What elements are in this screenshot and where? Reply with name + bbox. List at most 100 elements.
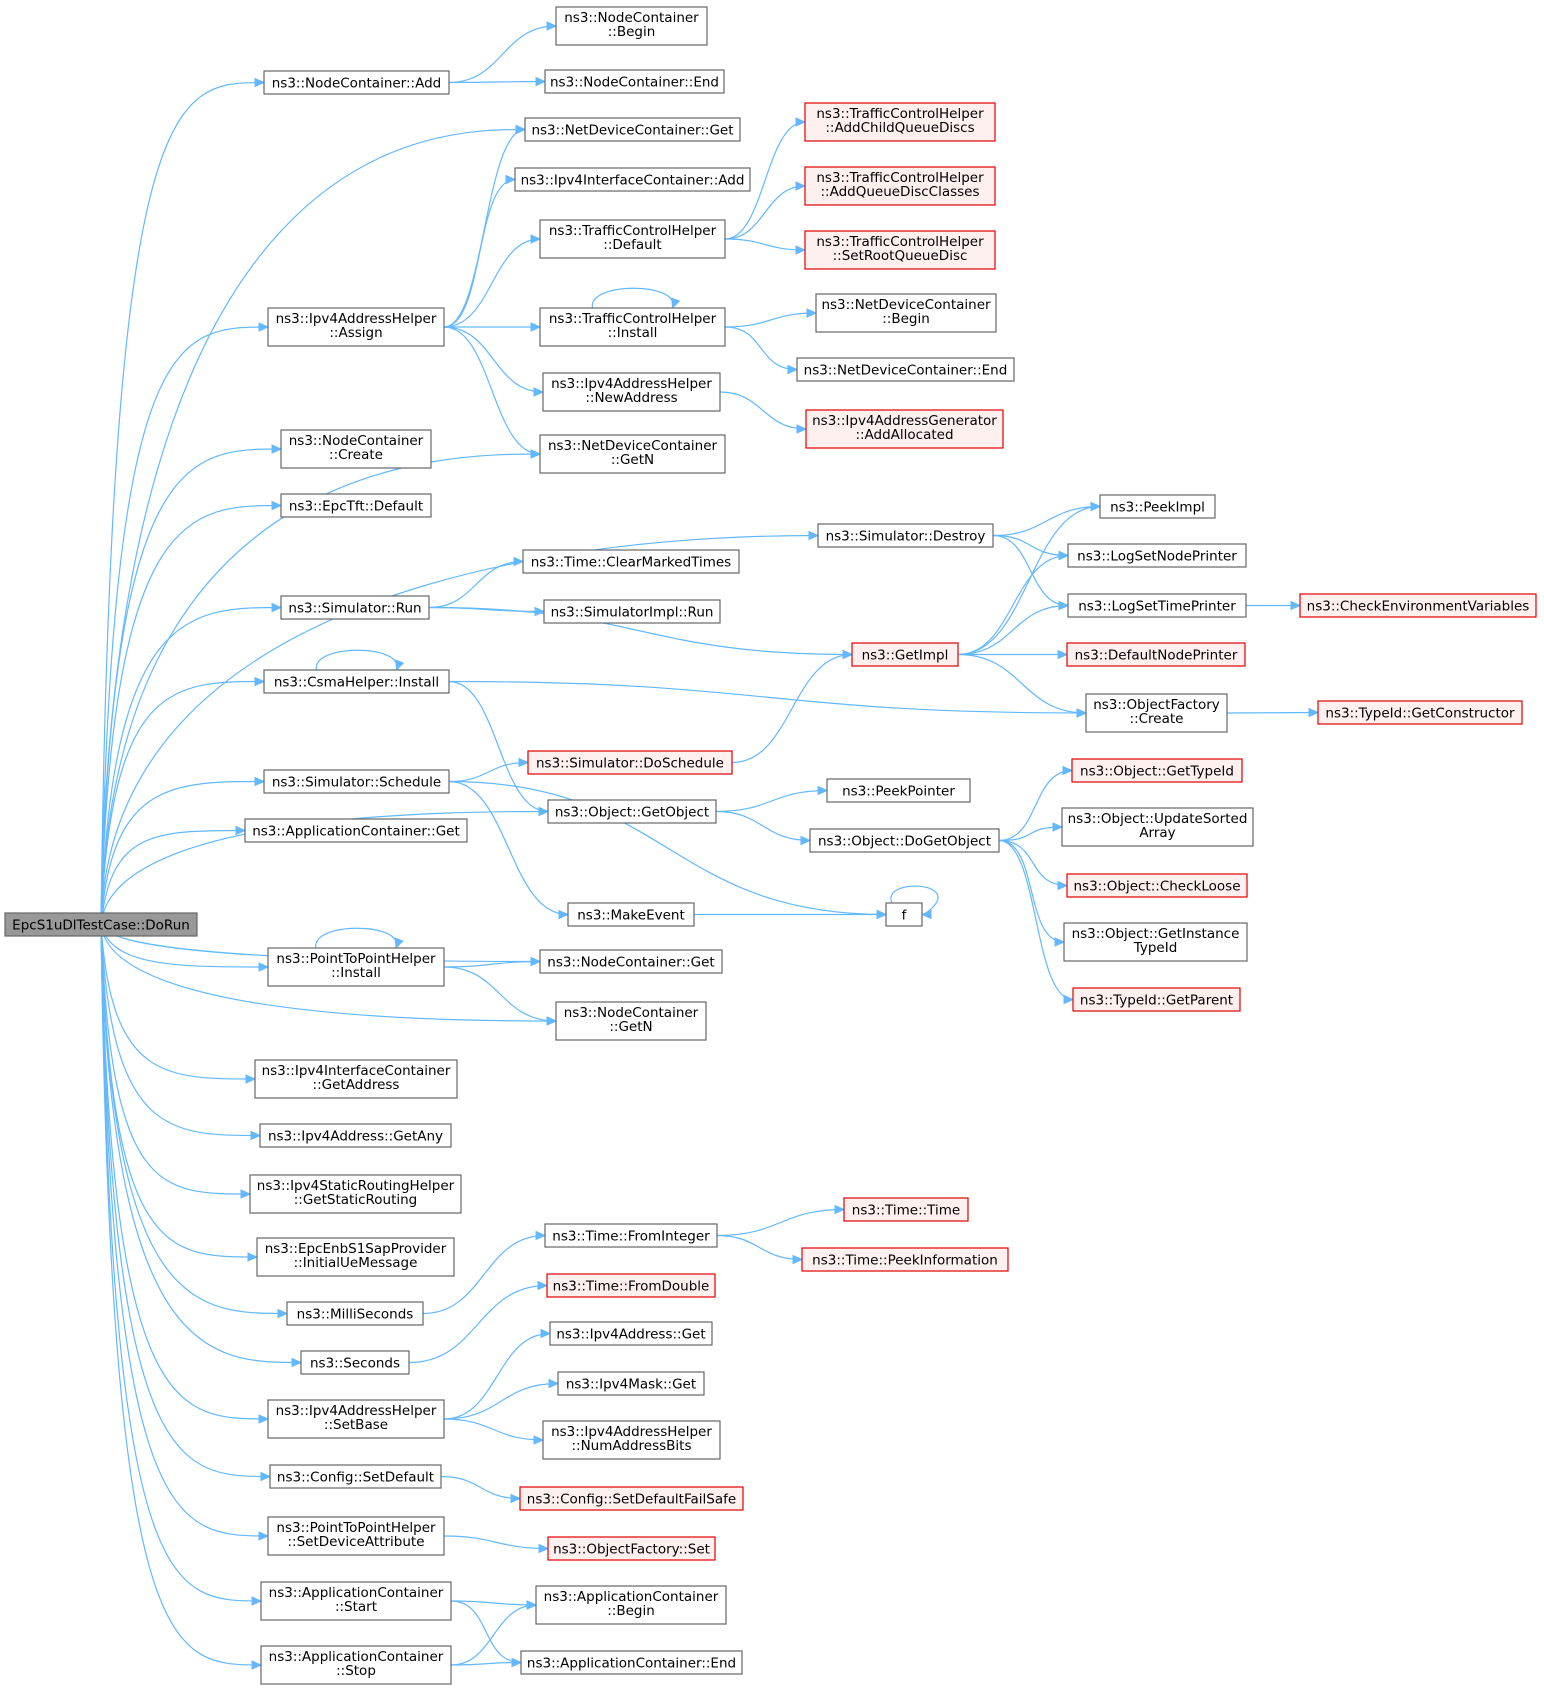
node-ndc-begin[interactable]: ns3::NetDeviceContainer::Begin (815, 293, 997, 333)
node-box (1061, 807, 1254, 847)
node-nc-create[interactable]: ns3::NodeContainer::Create (280, 429, 432, 469)
node-p2p-setdevattr[interactable]: ns3::PointToPointHelper::SetDeviceAttrib… (267, 1516, 445, 1556)
node-iah-numbits[interactable]: ns3::Ipv4AddressHelper::NumAddressBits (542, 1420, 721, 1460)
node-time-fromdouble[interactable]: ns3::Time::FromDouble (546, 1273, 716, 1298)
node-box (1072, 987, 1241, 1012)
node-label: ns3::Config::SetDefault (277, 1470, 434, 1486)
call-edge (448, 780, 570, 920)
call-edge (100, 322, 270, 925)
node-appc-start[interactable]: ns3::ApplicationContainer::Start (260, 1581, 452, 1621)
edge-arrowhead (842, 649, 854, 660)
node-peekpointer[interactable]: ns3::PeekPointer (826, 778, 971, 803)
node-obj-getobject[interactable]: ns3::Object::GetObject (547, 799, 717, 824)
node-checkenv[interactable]: ns3::CheckEnvironmentVariables (1299, 593, 1537, 618)
node-ndc-get[interactable]: ns3::NetDeviceContainer::Get (524, 117, 741, 142)
node-of-create[interactable]: ns3::ObjectFactory::Create (1085, 693, 1228, 733)
node-obj-gettypeid[interactable]: ns3::Object::GetTypeId (1071, 758, 1243, 783)
node-time-frominteger[interactable]: ns3::Time::FromInteger (544, 1223, 718, 1248)
node-nc-getn[interactable]: ns3::NodeContainer::GetN (555, 1001, 707, 1041)
node-p2p-install[interactable]: ns3::PointToPointHelper::Install (267, 947, 445, 987)
node-time-peekinfo[interactable]: ns3::Time::PeekInformation (801, 1247, 1009, 1272)
node-iic-add[interactable]: ns3::Ipv4InterfaceContainer::Add (514, 167, 751, 192)
node-millis[interactable]: ns3::MilliSeconds (286, 1301, 424, 1326)
node-cfg-setdefault[interactable]: ns3::Config::SetDefault (269, 1464, 442, 1489)
node-iah-setbase[interactable]: ns3::Ipv4AddressHelper::SetBase (267, 1399, 445, 1439)
node-obj-checkloose[interactable]: ns3::Object::CheckLoose (1066, 873, 1248, 898)
node-tch-install[interactable]: ns3::TrafficControlHelper::Install (539, 307, 726, 347)
node-epctft-default[interactable]: ns3::EpcTft::Default (280, 493, 432, 518)
node-label: ns3::ApplicationContainer (544, 1589, 719, 1605)
node-epcenb-initial[interactable]: ns3::EpcEnbS1SapProvider::InitialUeMessa… (256, 1237, 455, 1277)
node-logsetnode[interactable]: ns3::LogSetNodePrinter (1067, 543, 1247, 568)
node-tch-setroot[interactable]: ns3::TrafficControlHelper::SetRootQueueD… (804, 230, 996, 270)
node-ndc-getn[interactable]: ns3::NetDeviceContainer::GetN (539, 434, 726, 474)
node-tch-addclasses[interactable]: ns3::TrafficControlHelper::AddQueueDiscC… (804, 166, 996, 206)
node-appc-end[interactable]: ns3::ApplicationContainer::End (520, 1650, 743, 1675)
node-iag-addalloc[interactable]: ns3::Ipv4AddressGenerator::AddAllocated (805, 409, 1004, 449)
node-f[interactable]: f (885, 902, 923, 927)
node-box (280, 595, 430, 620)
node-sim-run[interactable]: ns3::Simulator::Run (280, 595, 430, 620)
node-nc-begin[interactable]: ns3::NodeContainer::Begin (555, 6, 708, 46)
node-cfg-failsafe[interactable]: ns3::Config::SetDefaultFailSafe (519, 1486, 744, 1511)
call-edge (100, 924, 257, 1084)
node-label: ns3::Ipv4AddressGenerator (812, 413, 997, 429)
node-appc-begin[interactable]: ns3::ApplicationContainer::Begin (535, 1585, 727, 1625)
node-typeid-getparent[interactable]: ns3::TypeId::GetParent (1072, 987, 1241, 1012)
edge-arrowhead (796, 424, 808, 434)
node-logsettime[interactable]: ns3::LogSetTimePrinter (1067, 593, 1247, 618)
node-nc-get[interactable]: ns3::NodeContainer::Get (539, 949, 723, 974)
edge-line (992, 534, 1069, 607)
call-edge (724, 117, 807, 240)
node-label: ::InitialUeMessage (294, 1255, 418, 1271)
node-typeid-getctor[interactable]: ns3::TypeId::GetConstructor (1317, 700, 1523, 725)
edge-arrowhead (1308, 707, 1320, 718)
node-appc-get[interactable]: ns3::ApplicationContainer::Get (244, 818, 468, 843)
node-makeevent[interactable]: ns3::MakeEvent (567, 902, 695, 927)
edge-line (100, 924, 262, 1666)
call-edge (1226, 707, 1320, 718)
node-root[interactable]: EpcS1uDlTestCase::DoRun (4, 912, 198, 937)
edge-arrowhead (271, 602, 283, 613)
call-edge (100, 924, 262, 1141)
node-sim-doschedule[interactable]: ns3::Simulator::DoSchedule (527, 750, 733, 775)
node-peekimpl[interactable]: ns3::PeekImpl (1099, 494, 1216, 519)
edge-line (890, 885, 939, 915)
node-isrh-getstatic[interactable]: ns3::Ipv4StaticRoutingHelper::GetStaticR… (249, 1174, 462, 1214)
node-iah-newaddr[interactable]: ns3::Ipv4AddressHelper::NewAddress (542, 372, 721, 412)
node-of-set[interactable]: ns3::ObjectFactory::Set (547, 1536, 716, 1561)
call-edge (450, 1600, 538, 1610)
edge-line (957, 604, 1069, 656)
edge-arrowhead (1054, 937, 1066, 947)
node-sim-destroy[interactable]: ns3::Simulator::Destroy (817, 523, 994, 548)
edge-line (443, 960, 541, 968)
call-edge (998, 839, 1069, 891)
node-defnodeprinter[interactable]: ns3::DefaultNodePrinter (1066, 642, 1246, 667)
node-tch-addchild[interactable]: ns3::TrafficControlHelper::AddChildQueue… (804, 102, 996, 142)
node-appc-stop[interactable]: ns3::ApplicationContainer::Stop (260, 1645, 452, 1685)
node-ipv4-getany[interactable]: ns3::Ipv4Address::GetAny (259, 1123, 452, 1148)
node-ipv4addr-get[interactable]: ns3::Ipv4Address::Get (549, 1321, 713, 1346)
node-csma-install[interactable]: ns3::CsmaHelper::Install (263, 669, 450, 694)
node-tch-default[interactable]: ns3::TrafficControlHelper::Default (539, 219, 726, 259)
node-label: ::Start (335, 1599, 377, 1615)
node-ndc-end[interactable]: ns3::NetDeviceContainer::End (796, 357, 1015, 382)
node-simimpl-run[interactable]: ns3::SimulatorImpl::Run (543, 599, 721, 624)
node-label: ns3::Object::GetTypeId (1080, 764, 1234, 780)
node-time-time[interactable]: ns3::Time::Time (843, 1197, 969, 1222)
node-iah-assign[interactable]: ns3::Ipv4AddressHelper::Assign (267, 307, 445, 347)
node-ipv4mask-get[interactable]: ns3::Ipv4Mask::Get (557, 1371, 705, 1396)
node-iic-getaddr[interactable]: ns3::Ipv4InterfaceContainer::GetAddress (254, 1059, 458, 1099)
node-obj-dogetobject[interactable]: ns3::Object::DoGetObject (809, 828, 1000, 853)
node-nc-add[interactable]: ns3::NodeContainer::Add (263, 70, 450, 95)
node-getimpl[interactable]: ns3::GetImpl (851, 642, 959, 667)
edge-line (100, 924, 262, 1602)
call-edge (443, 956, 542, 968)
node-nc-end[interactable]: ns3::NodeContainer::End (544, 69, 725, 94)
node-time-clear[interactable]: ns3::Time::ClearMarkedTimes (522, 549, 740, 574)
node-label: ::GetN (609, 1019, 652, 1035)
node-sim-schedule[interactable]: ns3::Simulator::Schedule (263, 769, 450, 794)
node-seconds[interactable]: ns3::Seconds (300, 1350, 410, 1375)
